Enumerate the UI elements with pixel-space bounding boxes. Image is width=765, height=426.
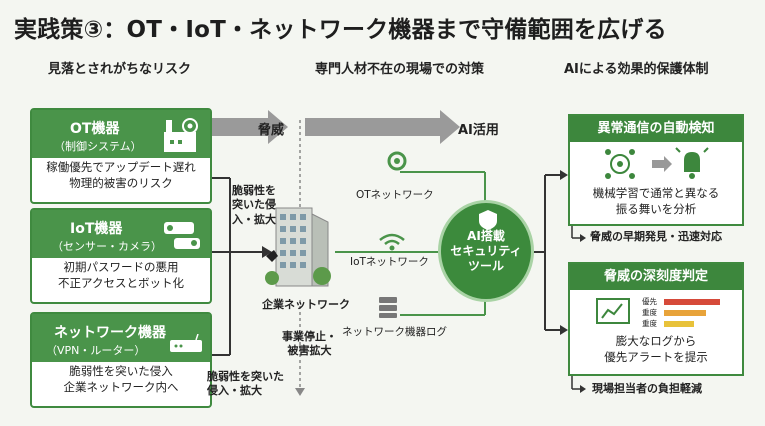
column-header-protection: AIによる効果的保護体制 xyxy=(564,62,709,77)
exploit-label-bottom: 脆弱性を突いた 侵入・拡大 xyxy=(207,370,284,398)
ai-tool-line: ツール xyxy=(467,259,504,273)
severity-level-row: 重度 xyxy=(642,307,720,318)
router-icon xyxy=(170,334,202,352)
corporate-network-label: 企業ネットワーク xyxy=(262,298,350,311)
protection-body-line: 機械学習で通常と異なる xyxy=(592,186,720,200)
column-header-measures: 専門人材不在の現場での対策 xyxy=(315,62,485,77)
building-icon xyxy=(265,207,331,287)
ai-security-tool: AI搭載 セキュリティ ツール xyxy=(438,200,534,302)
chart-monitor-icon xyxy=(596,298,630,324)
exploit-label-top: 脆弱性を 突いた侵 入・拡大 xyxy=(232,184,276,226)
severity-level-row: 優先 xyxy=(642,296,720,307)
protection-body-line: 優先アラートを提示 xyxy=(604,349,708,364)
risk-card-heading: ネットワーク機器 xyxy=(54,325,166,341)
risk-card-iot: IoT機器 （センサー・カメラ） 初期パスワードの悪用 不正アクセスとボット化 xyxy=(30,208,212,304)
risk-card-body-line: 稼働優先でアップデート遅れ xyxy=(46,160,196,174)
iot-network-label: IoTネットワーク xyxy=(350,256,429,268)
threat-arrow xyxy=(200,110,288,144)
risk-card-body-line: 不正アクセスとボット化 xyxy=(58,275,184,290)
risk-card-subheading: （VPN・ルーター） xyxy=(46,344,146,357)
wifi-icon xyxy=(379,233,405,251)
protection-result: 脅威の早期発見・迅速対応 xyxy=(590,230,722,243)
factory-icon xyxy=(164,118,198,152)
ai-tool-line: AI搭載 xyxy=(467,229,505,243)
ai-badge-icon xyxy=(479,210,497,230)
risk-card-subheading: （センサー・カメラ） xyxy=(52,240,162,253)
business-impact-label: 事業停止・ 被害拡大 xyxy=(282,330,337,358)
risk-card-body-line: 企業ネットワーク内へ xyxy=(63,379,179,394)
network-alert-icon xyxy=(605,147,709,179)
risk-card-network: ネットワーク機器 （VPN・ルーター） 脆弱性を突いた侵入 企業ネットワーク内へ xyxy=(30,312,212,408)
protection-card-heading: 脅威の深刻度判定 xyxy=(570,264,742,290)
risk-card-heading: OT機器 xyxy=(70,121,120,137)
camera-icon xyxy=(164,222,200,249)
threat-arrow-label: 脅威 xyxy=(258,123,285,138)
protection-body-line: 振る舞いを分析 xyxy=(615,201,697,216)
ai-tool-line: セキュリティ xyxy=(450,244,522,258)
page-title: 実践策③：OT・IoT・ネットワーク機器まで守備範囲を広げる xyxy=(14,17,667,43)
protection-result: 現場担当者の負担軽減 xyxy=(592,382,702,395)
risk-card-heading: IoT機器 xyxy=(70,221,123,237)
network-logs-label: ネットワーク機器ログ xyxy=(342,326,447,338)
risk-card-subheading: （制御システム） xyxy=(54,140,142,153)
risk-card-ot: OT機器 （制御システム） 稼働優先でアップデート遅れ 物理的被害のリスク xyxy=(30,108,212,204)
ot-network-label: OTネットワーク xyxy=(356,189,434,201)
ot-network-icon xyxy=(387,151,407,171)
risk-card-body-line: 初期パスワードの悪用 xyxy=(63,260,179,274)
risk-card-body-line: 物理的被害のリスク xyxy=(69,175,173,190)
protection-body-line: 膨大なログから xyxy=(615,334,697,348)
protection-card-heading: 異常通信の自動検知 xyxy=(570,116,742,142)
column-header-risks: 見落とされがちなリスク xyxy=(48,62,192,77)
severity-level-row: 重度 xyxy=(642,318,720,329)
ai-arrow xyxy=(305,110,460,144)
ai-arrow-label: AI活用 xyxy=(458,123,499,138)
protection-card-detection: 異常通信の自動検知 機械学習で通常と異なる 振る舞いを分析 xyxy=(568,114,744,226)
server-icon xyxy=(379,297,397,318)
risk-card-body-line: 脆弱性を突いた侵入 xyxy=(69,364,173,378)
protection-card-severity: 脅威の深刻度判定 優先 重度 重度 膨大なログから 優先アラートを提示 xyxy=(568,262,744,376)
